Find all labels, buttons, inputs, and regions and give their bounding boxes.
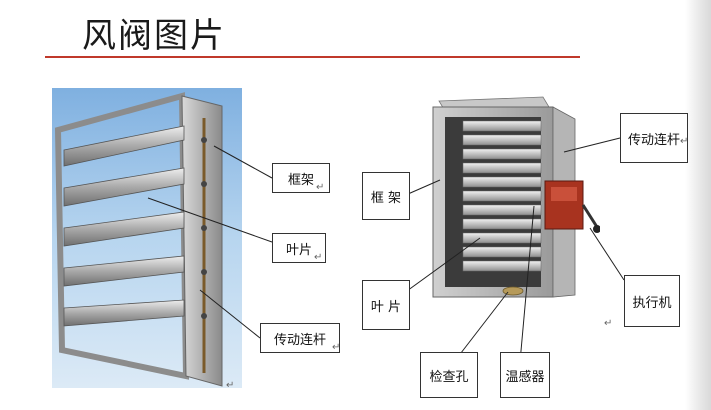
label-linkage-right: 传动连杆 (620, 113, 688, 163)
paragraph-mark-icon: ↵ (332, 342, 341, 353)
title-underline (45, 56, 580, 58)
paragraph-mark-icon: ↵ (226, 380, 235, 391)
label-frame-right: 框 架 (362, 172, 410, 220)
right-damper-illustration (432, 96, 600, 298)
label-blade-left: 叶片 (272, 233, 326, 263)
page-title: 风阀图片 (82, 16, 226, 56)
label-inspection-hole: 检查孔 (420, 352, 478, 398)
paragraph-mark-icon: ↵ (314, 252, 323, 263)
slide-edge-shadow (685, 0, 711, 410)
left-damper-illustration (52, 88, 242, 388)
label-blade-right: 叶 片 (362, 280, 410, 330)
paragraph-mark-icon: ↵ (604, 318, 613, 329)
label-frame-left: 框架 (272, 163, 330, 193)
paragraph-mark-icon: ↵ (316, 182, 325, 193)
label-actuator: 执行机 (624, 275, 680, 327)
label-temperature-sensor: 温感器 (500, 352, 550, 398)
paragraph-mark-icon: ↵ (680, 136, 689, 147)
label-linkage-left: 传动连杆 (260, 323, 340, 353)
